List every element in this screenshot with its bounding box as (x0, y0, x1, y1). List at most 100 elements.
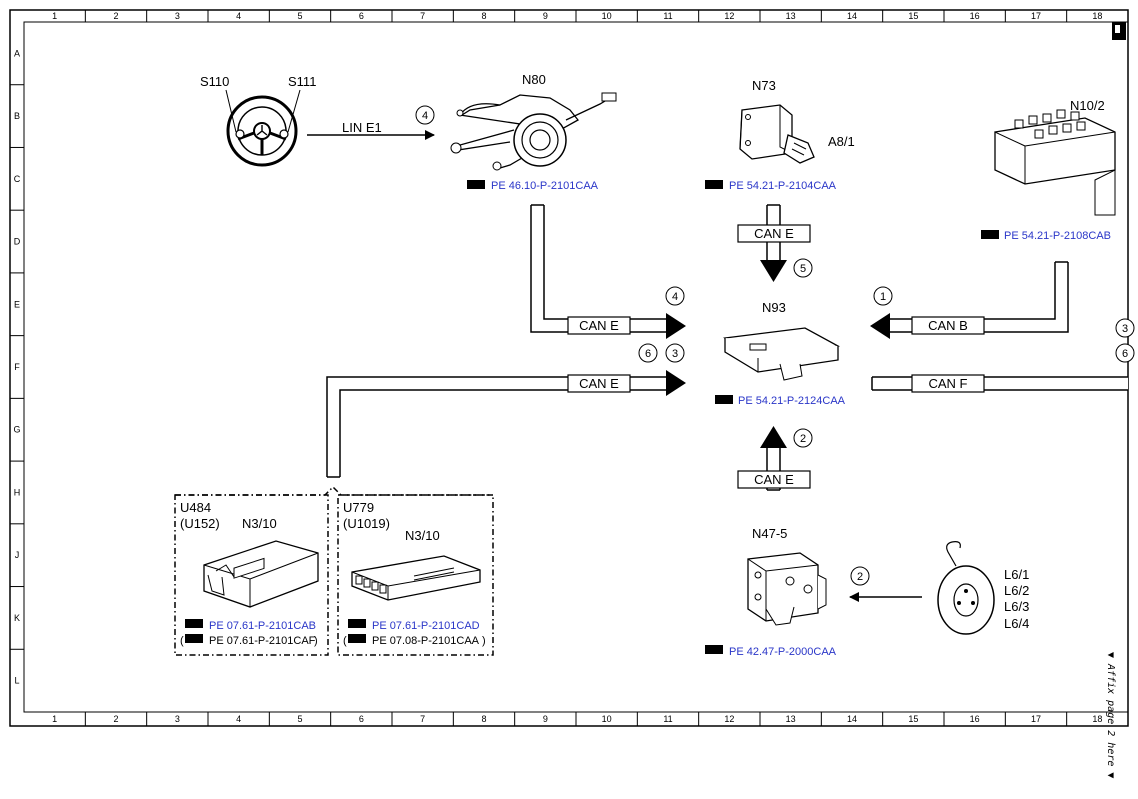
s110-label: S110 (200, 74, 229, 89)
grid-col-bottom-1: 1 (52, 714, 57, 724)
grid-col-bottom-5: 5 (297, 714, 302, 724)
grid-col-bottom-16: 16 (970, 714, 980, 724)
n47-5-reference-link[interactable]: PE 42.47-P-2000CAA (705, 645, 837, 658)
engine-ecu-bracket (174, 485, 494, 656)
grid-col-top-18: 18 (1092, 11, 1102, 21)
n47-5-esp-module-icon (747, 552, 827, 626)
grid-col-top-15: 15 (908, 11, 918, 21)
s111-label: S111 (288, 74, 316, 89)
grid-col-bottom-18: 18 (1092, 714, 1102, 724)
svg-text:PE 54.21-P-2124CAA: PE 54.21-P-2124CAA (738, 395, 846, 407)
grid-col-bottom-3: 3 (175, 714, 180, 724)
svg-text:3: 3 (1122, 323, 1128, 335)
marker-wheel: 2 (850, 566, 870, 586)
n10-2-label: N10/2 (1070, 98, 1105, 113)
grid-col-top-8: 8 (481, 11, 486, 21)
u484-label: U484 (180, 500, 211, 515)
ecu-u779-icon (351, 555, 481, 601)
n73-reference-link[interactable]: PE 54.21-P-2104CAA (705, 180, 837, 192)
marker-n80: 4 (665, 286, 685, 306)
grid-columns: 1122334455667788991010111112121313141415… (52, 10, 1102, 726)
svg-text:2: 2 (800, 433, 806, 445)
grid-row-B: B (14, 111, 20, 121)
n93-gateway-icon (723, 327, 841, 381)
n10-can-arrowhead (870, 313, 890, 339)
grid-col-bottom-9: 9 (543, 714, 548, 724)
svg-text:): ) (482, 635, 486, 647)
n10-2-reference-link[interactable]: PE 54.21-P-2108CAB (981, 230, 1111, 242)
u484-alt-reference-link[interactable]: ( PE 07.61-P-2101CAF ) (180, 634, 318, 647)
grid-col-bottom-12: 12 (724, 714, 734, 724)
grid-col-top-4: 4 (236, 11, 241, 21)
grid-col-bottom-14: 14 (847, 714, 857, 724)
svg-text:PE 07.61-P-2101CAD: PE 07.61-P-2101CAD (372, 620, 480, 632)
svg-text:3: 3 (672, 348, 678, 360)
marker-right-6: 6 (1115, 343, 1135, 363)
svg-text:(: ( (180, 635, 184, 647)
n47-can-arrowhead (760, 426, 787, 448)
grid-col-top-1: 1 (52, 11, 57, 21)
marker-n47: 2 (793, 428, 813, 448)
grid-col-bottom-15: 15 (908, 714, 918, 724)
can-e-engine-label: CAN E (579, 376, 619, 391)
n3-10-b-label: N3/10 (405, 528, 440, 543)
n73-ignition-switch-icon (739, 104, 815, 164)
n3-10-a-label: N3/10 (242, 516, 277, 531)
svg-text:): ) (314, 635, 318, 647)
grid-col-bottom-6: 6 (359, 714, 364, 724)
grid-col-bottom-7: 7 (420, 714, 425, 724)
u779-label: U779 (343, 500, 374, 515)
svg-text:PE 46.10-P-2101CAA: PE 46.10-P-2101CAA (491, 180, 599, 192)
grid-col-top-7: 7 (420, 11, 425, 21)
grid-col-bottom-11: 11 (663, 714, 672, 724)
grid-col-top-3: 3 (175, 11, 180, 21)
grid-col-bottom-4: 4 (236, 714, 241, 724)
grid-col-top-16: 16 (970, 11, 980, 21)
can-e-n80-label: CAN E (579, 318, 619, 333)
grid-col-top-14: 14 (847, 11, 857, 21)
grid-col-bottom-17: 17 (1031, 714, 1041, 724)
ecu-u484-icon (203, 540, 319, 608)
svg-text:6: 6 (645, 348, 651, 360)
grid-col-bottom-10: 10 (602, 714, 612, 724)
can-e-n73-label: CAN E (754, 226, 794, 241)
l6-1-label: L6/1 (1004, 567, 1029, 582)
grid-col-top-2: 2 (113, 11, 118, 21)
svg-text:PE 42.47-P-2000CAA: PE 42.47-P-2000CAA (729, 646, 837, 658)
can-b-label: CAN B (928, 318, 968, 333)
svg-text:6: 6 (1122, 348, 1128, 360)
page-corner-icon (1112, 22, 1126, 40)
svg-text:2: 2 (857, 571, 863, 583)
u779-alt-reference-link[interactable]: ( PE 07.08-P-2101CAA ) (343, 634, 486, 647)
grid-col-top-12: 12 (724, 11, 734, 21)
u779-reference-link[interactable]: PE 07.61-P-2101CAD (348, 619, 480, 632)
grid-row-G: G (13, 425, 20, 435)
n73-label: N73 (752, 78, 776, 93)
n80-module-icon (450, 92, 617, 171)
marker-engine-3: 3 (665, 343, 685, 363)
svg-text:PE 07.61-P-2101CAF: PE 07.61-P-2101CAF (209, 635, 316, 647)
n80-reference-link[interactable]: PE 46.10-P-2101CAA (467, 180, 599, 192)
grid-row-D: D (14, 237, 21, 247)
marker-n10: 1 (873, 286, 893, 306)
grid-row-J: J (15, 550, 20, 560)
marker-right-3: 3 (1115, 318, 1135, 338)
grid-row-K: K (14, 613, 20, 623)
svg-text:1: 1 (880, 291, 886, 303)
svg-text:4: 4 (422, 110, 428, 122)
marker-lin: 4 (415, 105, 435, 125)
l6-3-label: L6/3 (1004, 599, 1029, 614)
grid-col-bottom-8: 8 (481, 714, 486, 724)
l6-4-label: L6/4 (1004, 616, 1029, 631)
grid-col-top-10: 10 (602, 11, 612, 21)
grid-col-bottom-2: 2 (113, 714, 118, 724)
svg-text:PE 07.61-P-2101CAB: PE 07.61-P-2101CAB (209, 620, 316, 632)
u152-label: (U152) (180, 516, 220, 531)
grid-col-bottom-13: 13 (786, 714, 796, 724)
n73-can-arrowhead (760, 260, 787, 282)
u484-reference-link[interactable]: PE 07.61-P-2101CAB (185, 619, 316, 632)
marker-n73: 5 (793, 258, 813, 278)
n80-label: N80 (522, 72, 546, 87)
n93-reference-link[interactable]: PE 54.21-P-2124CAA (715, 395, 846, 407)
